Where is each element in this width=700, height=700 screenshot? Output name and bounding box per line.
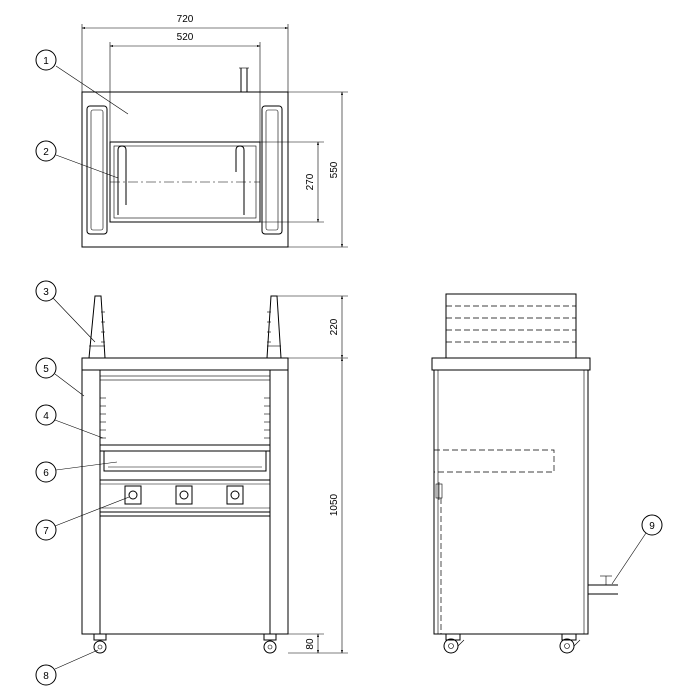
- balloon-1: 1: [35, 49, 129, 115]
- dim-rail-height: 220: [329, 318, 340, 335]
- caster-right: [263, 633, 277, 654]
- balloon-9: 9: [611, 514, 663, 585]
- dim-foot-height: 80: [305, 638, 316, 650]
- dim-overall-width: 720: [177, 14, 194, 25]
- side-caster-right: [559, 633, 581, 654]
- balloon-2: 2: [35, 140, 119, 179]
- balloon-3: 3: [35, 280, 96, 343]
- dim-body-height: 1050: [329, 493, 340, 516]
- balloon-4: 4: [35, 404, 104, 439]
- side-view: [431, 293, 618, 654]
- balloon-5: 5: [35, 357, 85, 397]
- balloon-7: 7: [35, 496, 130, 541]
- balloon-8: 8: [35, 649, 99, 686]
- svg-text:4: 4: [43, 411, 49, 422]
- svg-text:6: 6: [43, 468, 49, 479]
- svg-text:5: 5: [43, 364, 49, 375]
- caster-left: [93, 633, 107, 654]
- dim-rack-depth: 270: [305, 173, 316, 190]
- svg-text:9: 9: [649, 521, 655, 532]
- svg-text:2: 2: [43, 147, 49, 158]
- svg-text:3: 3: [43, 287, 49, 298]
- side-caster-left: [443, 633, 465, 654]
- svg-text:8: 8: [43, 671, 49, 682]
- svg-text:1: 1: [43, 56, 49, 67]
- top-view: 720 520 550 270: [81, 14, 348, 248]
- balloon-6: 6: [35, 461, 118, 483]
- dim-depth: 550: [329, 161, 340, 178]
- dim-inner-width: 520: [177, 32, 194, 43]
- front-view: 220 1050 80: [81, 295, 348, 654]
- svg-text:7: 7: [43, 526, 49, 537]
